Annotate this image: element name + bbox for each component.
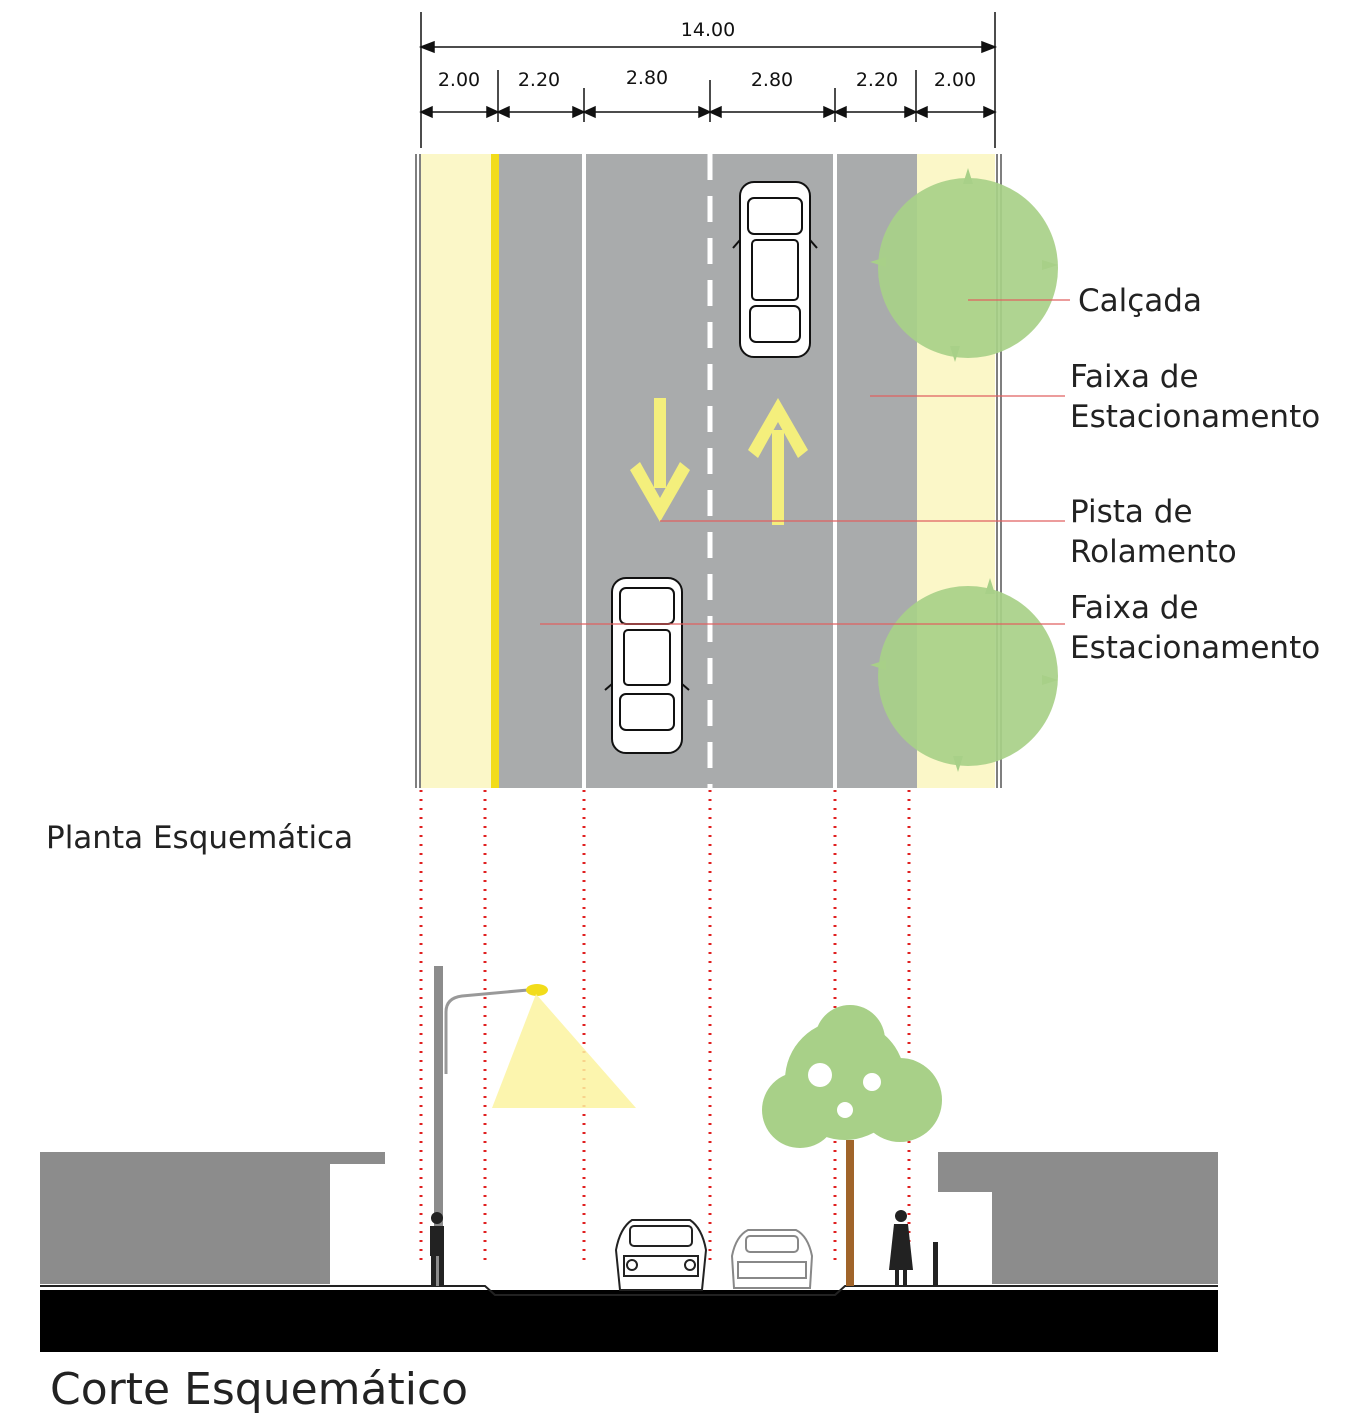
label-faixa-estacionamento-1a: Faixa de — [1070, 359, 1199, 395]
dimension-lines — [418, 12, 998, 148]
building-right — [992, 1190, 1218, 1284]
car-top-icon — [604, 577, 690, 754]
street-lamp-icon — [434, 966, 636, 1286]
bollard — [933, 1242, 938, 1286]
plan-view — [415, 154, 1070, 788]
roadway — [493, 154, 917, 788]
dimension-total: 14.00 — [681, 19, 735, 41]
arrow-up-icon — [748, 398, 808, 525]
yellow-curb-line — [491, 154, 499, 788]
dimension-sidewalk-left: 2.00 — [438, 69, 480, 91]
title-planta: Planta Esquemática — [46, 820, 353, 856]
dimension-parking-right: 2.20 — [856, 69, 898, 91]
arrow-down-icon — [630, 398, 690, 522]
label-calcada: Calçada — [1078, 283, 1202, 319]
leader-lines — [540, 299, 1070, 625]
pedestrian-icon — [889, 1210, 913, 1286]
label-pista-rolamento-b: Rolamento — [1070, 534, 1237, 570]
dimension-parking-left: 2.20 — [518, 69, 560, 91]
label-faixa-estacionamento-2a: Faixa de — [1070, 590, 1199, 626]
dimension-sidewalk-right: 2.00 — [934, 69, 976, 91]
tree-top-icon — [870, 578, 1058, 772]
car-front-icon — [614, 1219, 708, 1291]
label-pista-rolamento-a: Pista de — [1070, 494, 1193, 530]
label-faixa-estacionamento-2b: Estacionamento — [1070, 630, 1320, 666]
pedestrian-icon — [430, 1212, 444, 1286]
car-top-icon — [732, 181, 818, 358]
title-corte: Corte Esquemático — [50, 1364, 468, 1415]
car-front-icon — [730, 1229, 814, 1289]
label-faixa-estacionamento-1b: Estacionamento — [1070, 399, 1320, 435]
building-right-top — [938, 1152, 1218, 1192]
building-left-roof — [40, 1152, 385, 1164]
ground-slab — [40, 1290, 1218, 1352]
tree-top-icon — [870, 168, 1058, 362]
section-view — [40, 966, 1218, 1352]
dimension-lane-left: 2.80 — [626, 67, 668, 89]
tree-side-icon — [762, 1005, 942, 1286]
dimension-lane-right: 2.80 — [751, 69, 793, 91]
building-left — [40, 1164, 330, 1284]
